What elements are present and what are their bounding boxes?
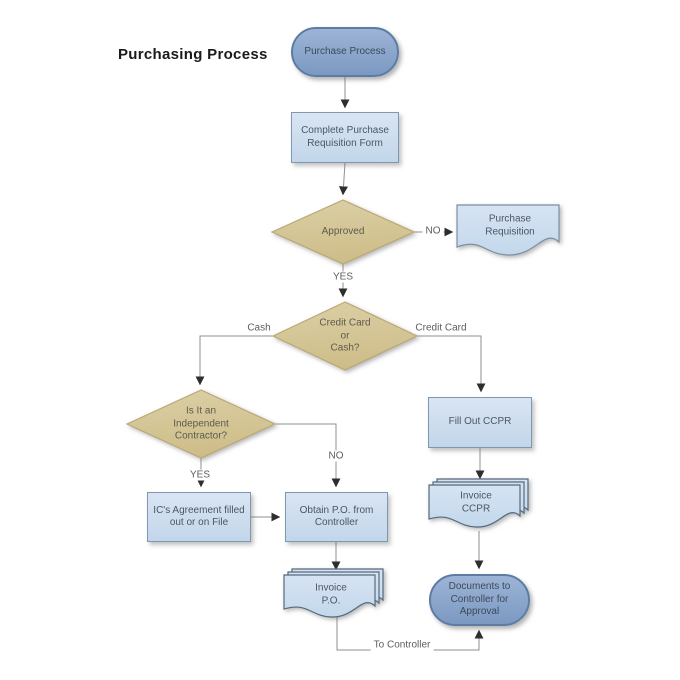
node-purchase-requisition-document [456, 204, 560, 256]
node-label: Obtain P.O. from Controller [299, 504, 374, 529]
node-label: Purchase Process [304, 45, 386, 57]
edge-label-approved-yes: YES [329, 271, 357, 283]
edge-label-to-controller: To Controller [370, 639, 434, 651]
node-ic-agreement: IC's Agreement filled out or on File [147, 492, 251, 542]
edge-label-approved-no: NO [422, 225, 444, 237]
node-purchase-process: Purchase Process [291, 27, 399, 77]
edge-label-credit-card: Credit Card [412, 322, 470, 334]
connector-contractor-no [275, 423, 341, 488]
node-label: IC's Agreement filled out or on File [153, 504, 245, 529]
diagram-title: Purchasing Process [118, 46, 268, 63]
node-fill-out-ccpr: Fill Out CCPR [428, 397, 532, 448]
node-label: Fill Out CCPR [448, 416, 512, 428]
connector-cash [195, 335, 273, 386]
connector-credit-card [417, 335, 486, 393]
node-credit-card-or-cash-decision [271, 301, 419, 371]
node-invoice-po-multidocument [283, 568, 384, 618]
node-complete-requisition-form: Complete Purchase Requisition Form [291, 112, 399, 163]
node-invoice-ccpr-multidocument [428, 478, 529, 528]
node-label: Documents to Controller for Approval [448, 581, 511, 618]
connector-form-to-approved [339, 162, 348, 196]
invoice-po-front-sheet [283, 574, 376, 618]
node-documents-to-controller: Documents to Controller for Approval [429, 574, 530, 626]
node-independent-contractor-decision [125, 389, 277, 459]
node-approved-decision [270, 199, 416, 265]
edge-label-cash: Cash [244, 322, 274, 334]
node-label: Complete Purchase Requisition Form [301, 125, 389, 149]
edge-label-contractor-no: NO [325, 450, 347, 462]
invoice-ccpr-front-sheet [428, 484, 521, 528]
node-obtain-po: Obtain P.O. from Controller [285, 492, 388, 542]
edge-label-contractor-yes: YES [186, 469, 214, 481]
